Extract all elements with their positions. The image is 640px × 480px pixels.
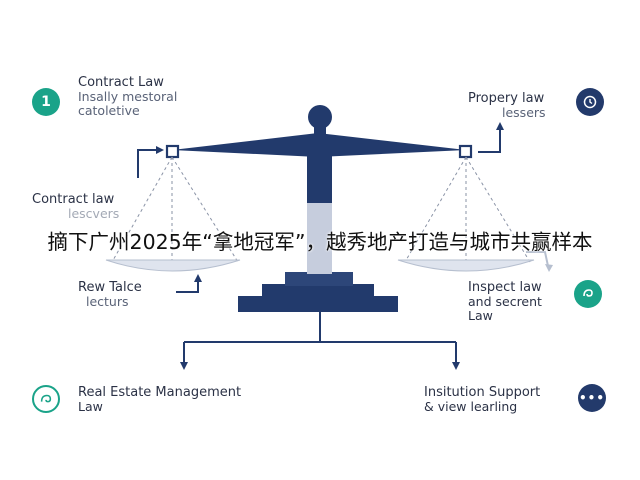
balance-beam: [172, 133, 466, 157]
real-estate-label: Real Estate Management Law: [78, 386, 241, 414]
base-step-top: [285, 272, 353, 286]
contract-law-label: Contract Law Insally mestoral catoletive: [78, 76, 177, 118]
base-step-bottom: [238, 296, 398, 312]
right-pivot: [458, 144, 473, 159]
property-law-label: Propery law lessers: [468, 92, 546, 120]
contract-law-mid-label: Contract law lescvers: [32, 193, 119, 221]
right-strings: [404, 156, 531, 263]
inspect-law-label: Inspect law and secrent Law: [468, 281, 542, 323]
left-strings: [111, 156, 239, 263]
inspect-law-sub2: Law: [468, 308, 493, 323]
left-pan: [105, 259, 241, 272]
arrow-heads: [156, 122, 553, 370]
rew-talce-label: Rew Talce lecturs: [78, 281, 142, 309]
connector-lines: [137, 126, 549, 364]
right-pan: [397, 259, 535, 272]
step-badge: 1: [32, 88, 60, 116]
swirl-icon-glyph: [583, 289, 593, 297]
contract-law-mid-sub: lescvers: [68, 206, 120, 221]
rew-talce-title: Rew Talce: [78, 280, 142, 295]
contract-law-mid-title: Contract law: [32, 192, 115, 207]
headline-caption: 摘下广州2025年“拿地冠军”，越秀地产打造与城市共赢样本: [47, 230, 593, 254]
contract-law-title: Contract Law: [78, 75, 164, 90]
left-pivot: [165, 144, 180, 159]
institution-support-title: Insitution Support: [424, 385, 541, 400]
inspect-law-title: Inspect law: [468, 280, 542, 295]
clock-icon: [576, 88, 604, 116]
swirl-icon: [574, 280, 602, 308]
clock-icon-glyph: [583, 95, 597, 109]
real-estate-title: Real Estate Management: [78, 385, 242, 400]
ellipsis-icon: •••: [578, 384, 606, 412]
inspect-law-sub1: and secrent: [468, 294, 542, 309]
knob-neck: [314, 125, 326, 137]
base-step-middle: [262, 284, 374, 298]
swirl-icon-glyph: [40, 394, 52, 403]
property-law-sub: lessers: [502, 105, 546, 120]
contract-law-sub1: Insally mestoral: [78, 89, 178, 104]
rew-talce-sub: lecturs: [86, 294, 129, 309]
swirl-icon: [32, 385, 60, 413]
real-estate-sub: Law: [78, 399, 103, 414]
pillar-lower: [307, 200, 332, 274]
property-law-title: Propery law: [468, 91, 545, 106]
institution-support-sub: & view learling: [424, 399, 518, 414]
scale-knob: [308, 105, 332, 129]
institution-support-label: Insitution Support & view learling: [424, 386, 540, 414]
contract-law-sub2: catoletive: [78, 103, 140, 118]
